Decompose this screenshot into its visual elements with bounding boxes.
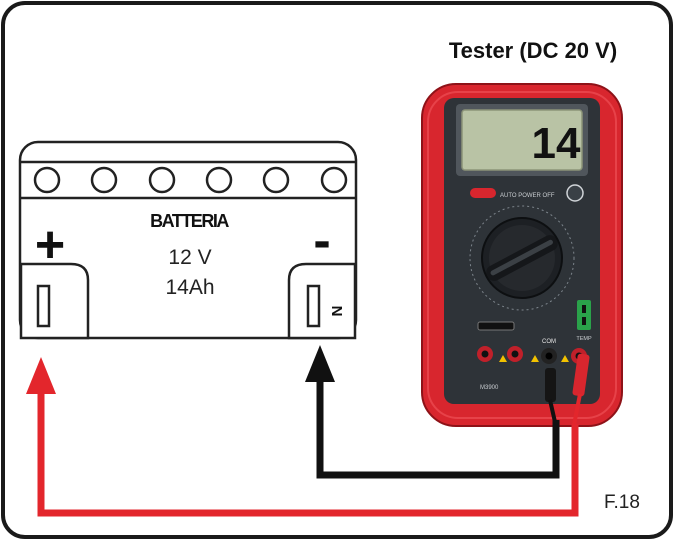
- hold-button: [566, 184, 584, 202]
- model-label: M3900: [480, 385, 499, 391]
- battery-brand: BATTERIA: [150, 211, 229, 231]
- positive-wire: [37, 385, 579, 517]
- negative-terminal: [287, 262, 357, 340]
- negative-terminal-mark: N: [328, 306, 345, 317]
- tester-title: Tester (DC 20 V): [449, 38, 617, 63]
- battery-capacity: 14Ah: [165, 276, 214, 299]
- com-label: COM: [542, 339, 556, 345]
- negative-wire: [316, 372, 560, 479]
- temp-label: TEMP: [576, 336, 592, 342]
- positive-arrow: [26, 357, 56, 394]
- black-test-lead: [545, 368, 557, 423]
- battery-voltage: 12 V: [168, 246, 211, 269]
- figure-label: F.18: [604, 492, 640, 513]
- red-test-lead: [572, 353, 590, 426]
- battery-cell-caps: [33, 166, 348, 194]
- negative-symbol: -: [313, 212, 330, 270]
- tester: 14 AUTO POWER OFF TEMP COM M3900: [421, 83, 623, 427]
- tester-lcd: [461, 109, 583, 171]
- power-label: AUTO POWER OFF: [500, 193, 555, 199]
- battery: + - BATTERIA 12 V 14Ah N: [18, 140, 358, 340]
- negative-arrow: [305, 345, 335, 382]
- tester-reading: 14: [532, 119, 581, 168]
- positive-terminal: [19, 262, 90, 340]
- power-button: [470, 188, 496, 198]
